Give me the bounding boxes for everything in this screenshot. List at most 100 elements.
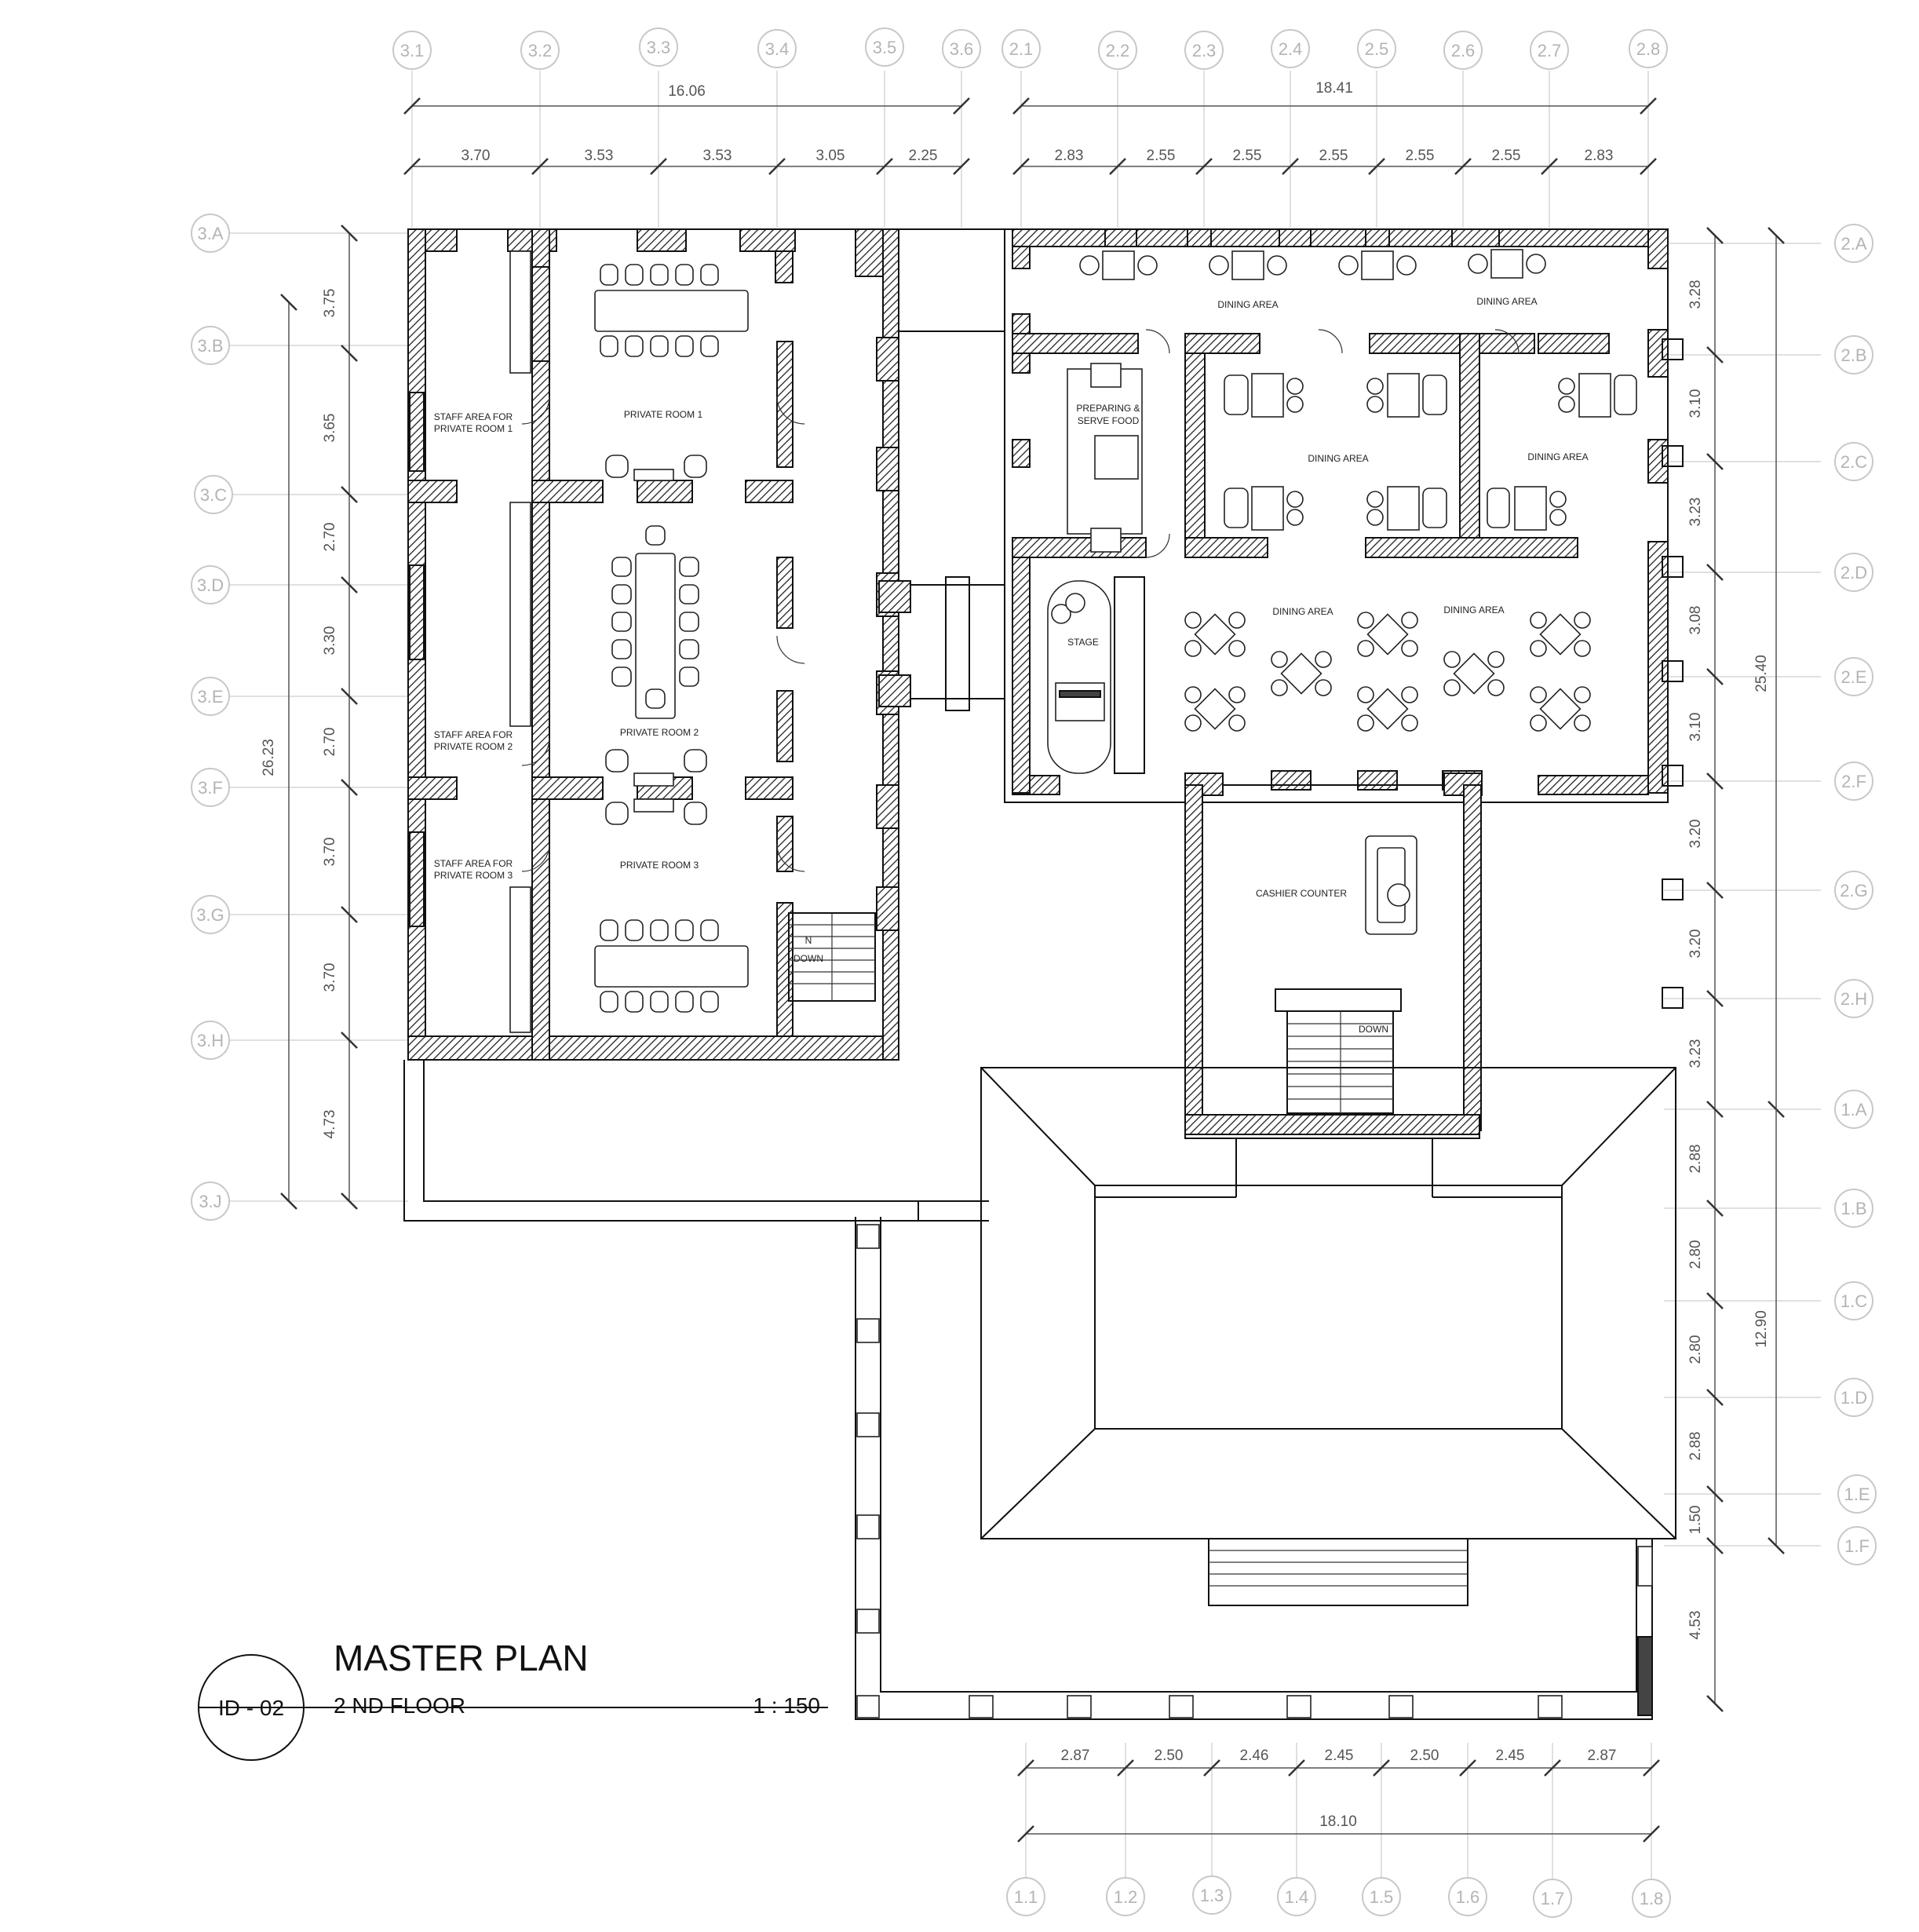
sheet-id: ID - 02 bbox=[218, 1696, 284, 1720]
grid-bubble-1-2: 1.2 bbox=[1106, 1877, 1145, 1916]
staff-area-2-label-line1: STAFF AREA FOR bbox=[434, 729, 513, 740]
grid-label: 1.3 bbox=[1200, 1886, 1224, 1905]
grid-bubble-1-b: 1.B bbox=[1834, 1189, 1873, 1228]
dining-area-label: DINING AREA bbox=[1217, 299, 1278, 310]
dimension-segment: 2.45 bbox=[1496, 1748, 1525, 1764]
grid-label: 1.7 bbox=[1541, 1889, 1565, 1908]
grid-label: 3.H bbox=[197, 1031, 224, 1050]
dimension-total-top-left: 16.06 bbox=[668, 83, 706, 100]
grid-label: 2.G bbox=[1840, 881, 1867, 900]
north-label: N bbox=[805, 935, 812, 946]
grid-label: 2.C bbox=[1841, 452, 1867, 472]
grid-label: 3.D bbox=[197, 575, 224, 595]
grid-label: 3.F bbox=[198, 778, 223, 798]
dimensions-top: 16.06 18.41 3.70 3.53 3.53 3.05 2.25 2.8… bbox=[403, 80, 1657, 175]
dimension-segment: 2.83 bbox=[1055, 148, 1084, 164]
plan-title: MASTER PLAN bbox=[334, 1638, 589, 1678]
dimensions-right: 25.40 12.90 3.28 3.10 3.23 3.08 3.10 3.2… bbox=[1687, 227, 1785, 1712]
dimension-segment: 2.50 bbox=[1410, 1748, 1439, 1764]
grid-label: 3.J bbox=[199, 1192, 221, 1211]
grid-bubble-1-3: 1.3 bbox=[1192, 1875, 1231, 1915]
staff-area-3-label-line1: STAFF AREA FOR bbox=[434, 858, 513, 869]
grid-label: 2.4 bbox=[1279, 39, 1303, 59]
dimension-segment: 2.83 bbox=[1585, 148, 1614, 164]
grid-label: 3.E bbox=[197, 687, 223, 707]
grid-label: 2.F bbox=[1841, 772, 1866, 791]
grid-label: 1.A bbox=[1841, 1100, 1866, 1119]
preparing-label-line2: SERVE FOOD bbox=[1078, 415, 1140, 426]
grid-label: 2.8 bbox=[1636, 39, 1661, 59]
grid-bubble-2-a: 2.A bbox=[1834, 224, 1873, 263]
grid-bubble-2-g: 2.G bbox=[1834, 871, 1873, 910]
grid-label: 1.5 bbox=[1370, 1887, 1394, 1907]
dining-area-label: DINING AREA bbox=[1527, 451, 1588, 462]
staff-area-1-label-line1: STAFF AREA FOR bbox=[434, 411, 513, 422]
staff-area-2-label-line2: PRIVATE ROOM 2 bbox=[434, 741, 513, 752]
dimension-segment: 3.23 bbox=[1687, 498, 1704, 527]
grid-label: 3.A bbox=[197, 224, 223, 243]
grid-label: 3.6 bbox=[950, 39, 974, 59]
dimension-segment: 2.88 bbox=[1687, 1145, 1704, 1174]
private-room-3-label: PRIVATE ROOM 3 bbox=[620, 860, 699, 871]
grid-bubble-3-4: 3.4 bbox=[757, 29, 797, 68]
dimensions-bottom: 2.87 2.50 2.46 2.45 2.50 2.45 2.87 18.10 bbox=[1017, 1748, 1660, 1843]
grid-bubble-3-2: 3.2 bbox=[520, 31, 560, 70]
dimension-segment: 3.53 bbox=[703, 148, 732, 164]
grid-bubble-1-f: 1.F bbox=[1837, 1526, 1877, 1565]
grid-bubble-3-1: 3.1 bbox=[392, 31, 432, 70]
dimension-segment: 3.05 bbox=[816, 148, 845, 164]
plan-scale: 1 : 150 bbox=[753, 1693, 820, 1718]
dimensions-left: 26.23 3.75 3.65 2.70 3.30 2.70 3.70 3.70… bbox=[261, 225, 358, 1210]
grid-bubble-3-j: 3.J bbox=[191, 1181, 230, 1221]
right-wing: PREPARING & SERVE FOOD STAGE bbox=[1004, 228, 1684, 1009]
dimension-segment: 3.10 bbox=[1687, 713, 1704, 742]
grid-bubble-3-6: 3.6 bbox=[942, 29, 981, 68]
grid-bubble-2-b: 2.B bbox=[1834, 335, 1873, 374]
grid-bubble-2-8: 2.8 bbox=[1629, 29, 1668, 68]
dimension-segment: 2.25 bbox=[909, 148, 938, 164]
grid-label: 2.B bbox=[1841, 345, 1866, 365]
grid-label: 2.2 bbox=[1106, 41, 1130, 60]
dimension-segment: 3.20 bbox=[1687, 820, 1704, 849]
dimension-segment: 3.28 bbox=[1687, 280, 1704, 309]
grid-label: 3.2 bbox=[528, 41, 553, 60]
dimension-segment: 2.55 bbox=[1319, 148, 1348, 164]
grid-bubble-3-5: 3.5 bbox=[865, 27, 904, 67]
preparing-label-line1: PREPARING & bbox=[1076, 403, 1140, 414]
grid-bubble-1-6: 1.6 bbox=[1448, 1877, 1487, 1916]
dimension-segment: 2.70 bbox=[322, 728, 338, 757]
dining-area-label: DINING AREA bbox=[1272, 606, 1333, 617]
grid-bubble-2-3: 2.3 bbox=[1184, 31, 1224, 70]
grid-bubbles-top: 3.1 3.2 3.3 3.4 3.5 3.6 2.1 2.2 2.3 2.4 … bbox=[392, 27, 1668, 70]
grid-lines bbox=[228, 71, 1821, 1884]
grid-bubble-2-e: 2.E bbox=[1834, 657, 1873, 696]
grid-label: 1.E bbox=[1844, 1485, 1870, 1504]
dimension-segment: 2.55 bbox=[1492, 148, 1521, 164]
dimension-segment: 3.70 bbox=[462, 148, 491, 164]
dimension-segment: 2.87 bbox=[1588, 1748, 1617, 1764]
grid-label: 2.3 bbox=[1192, 41, 1217, 60]
grid-bubble-3-a: 3.A bbox=[191, 214, 230, 253]
dimension-segment: 2.46 bbox=[1240, 1748, 1269, 1764]
grid-bubble-3-h: 3.H bbox=[191, 1021, 230, 1060]
grid-label: 3.C bbox=[200, 485, 227, 505]
dimension-segment: 2.55 bbox=[1406, 148, 1435, 164]
private-room-1-label: PRIVATE ROOM 1 bbox=[624, 409, 703, 420]
dimension-segment: 2.80 bbox=[1687, 1335, 1704, 1364]
staff-area-3-label-line2: PRIVATE ROOM 3 bbox=[434, 870, 513, 881]
grid-label: 2.5 bbox=[1365, 39, 1389, 59]
grid-label: 1.1 bbox=[1014, 1887, 1038, 1907]
grid-label: 3.1 bbox=[400, 41, 425, 60]
grid-bubble-2-6: 2.6 bbox=[1443, 31, 1483, 70]
grid-label: 3.5 bbox=[873, 38, 897, 57]
dimension-total-left: 26.23 bbox=[261, 739, 277, 776]
grid-label: 2.6 bbox=[1451, 41, 1476, 60]
cashier-counter-label: CASHIER COUNTER bbox=[1256, 888, 1347, 899]
grid-label: 3.4 bbox=[765, 39, 790, 59]
left-wing: N DOWN bbox=[407, 228, 1005, 1061]
grid-bubble-2-c: 2.C bbox=[1834, 442, 1873, 481]
grid-label: 2.1 bbox=[1009, 39, 1034, 59]
dining-area-label: DINING AREA bbox=[1443, 604, 1504, 615]
dimension-segment: 3.23 bbox=[1687, 1039, 1704, 1068]
